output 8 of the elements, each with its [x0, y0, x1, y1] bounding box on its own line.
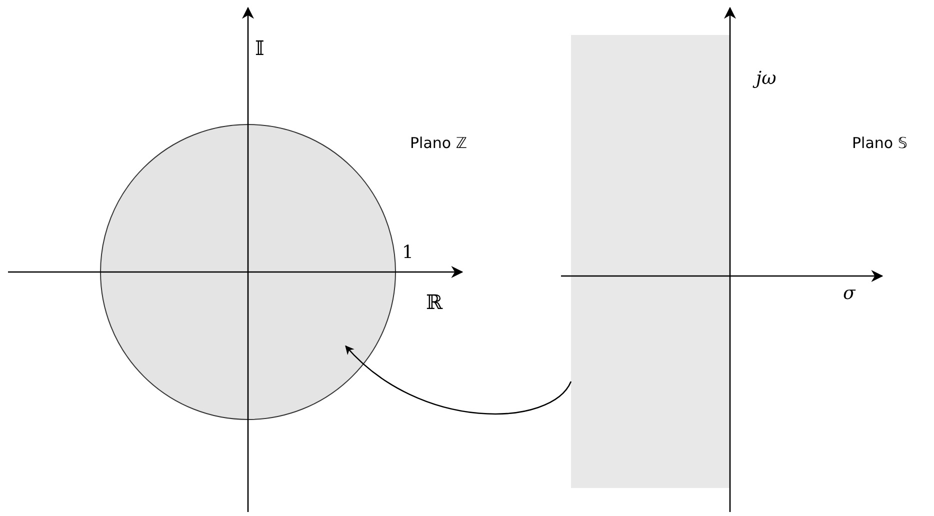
plane-label: Plano 𝕊	[852, 136, 908, 151]
axis-label: 𝕀	[255, 38, 264, 58]
axis-label: ℝ	[426, 292, 443, 312]
curved-arrow	[345, 345, 572, 414]
tick-label: 1	[402, 244, 414, 262]
plane-label: Plano ℤ	[410, 136, 468, 151]
shaded-band	[571, 35, 730, 488]
axis-label: σ	[843, 285, 856, 303]
